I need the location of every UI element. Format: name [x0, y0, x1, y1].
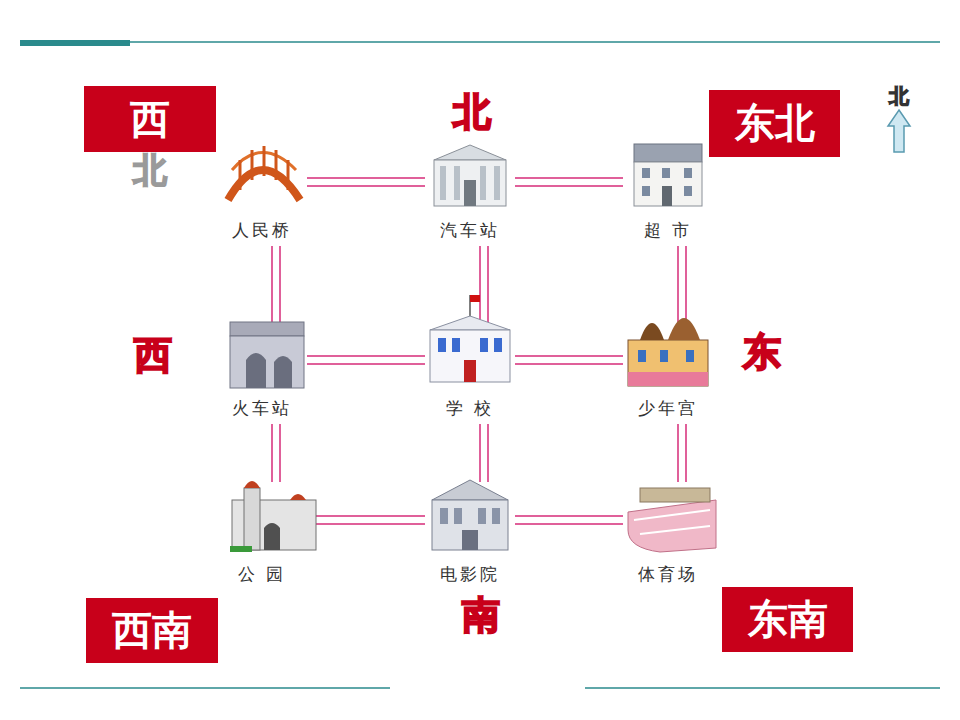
road: [272, 424, 280, 482]
header-line: [120, 41, 940, 43]
place-name: 学 校: [444, 397, 496, 420]
direction-label: 西: [134, 336, 172, 374]
road: [678, 246, 686, 322]
place-name: 超 市: [642, 219, 694, 242]
north-arrow: [888, 110, 910, 152]
direction-box: 西北: [84, 86, 216, 152]
road: [678, 424, 686, 482]
direction-box: 东北: [709, 90, 840, 157]
park-icon: [230, 481, 316, 552]
place-name: 电影院: [438, 563, 502, 586]
direction-label: 南: [462, 596, 500, 634]
supermarket-icon: [634, 144, 702, 206]
road: [515, 516, 623, 524]
cinema-icon: [432, 480, 508, 550]
building: 汽车站: [425, 140, 515, 242]
direction-text: 北: [84, 152, 216, 189]
school-icon: [430, 295, 510, 382]
footer-line: [20, 687, 390, 689]
direction-text: 西南: [112, 603, 192, 658]
stadium-icon: [628, 488, 716, 552]
place-name: 体育场: [636, 563, 700, 586]
bridge-icon: [228, 146, 300, 200]
road: [480, 424, 488, 482]
direction-box: 东南: [722, 587, 853, 652]
direction-label: 北: [453, 93, 491, 131]
place-name: 公 园: [236, 563, 288, 586]
road: [515, 356, 623, 364]
road: [307, 516, 425, 524]
direction-label: 东: [743, 333, 781, 371]
place-name: 火车站: [230, 397, 294, 420]
bus-station-icon: [434, 145, 506, 206]
direction-text: 东北: [735, 96, 815, 151]
building: 电影院: [425, 478, 515, 586]
road: [307, 356, 425, 364]
direction-text: 西: [130, 92, 170, 147]
train-station-icon: [230, 322, 304, 388]
building: 火车站: [217, 318, 307, 420]
building: 人民桥: [217, 140, 307, 242]
footer-line: [585, 687, 940, 689]
compass-label: 北: [889, 86, 909, 106]
building: 学 校: [425, 318, 515, 420]
building: 超 市: [623, 140, 713, 242]
youth-palace-icon: [628, 318, 708, 386]
place-name: 少年宫: [636, 397, 700, 420]
place-name: 汽车站: [438, 219, 502, 242]
road: [480, 246, 488, 322]
building: 少年宫: [623, 318, 713, 420]
building: 体育场: [623, 478, 713, 586]
road: [515, 178, 623, 186]
direction-text: 东南: [748, 592, 828, 647]
road: [272, 246, 280, 322]
direction-box: 西南: [86, 598, 218, 663]
road: [307, 178, 425, 186]
place-name: 人民桥: [230, 219, 294, 242]
building: 公 园: [217, 478, 307, 586]
header-bar: [20, 40, 130, 46]
